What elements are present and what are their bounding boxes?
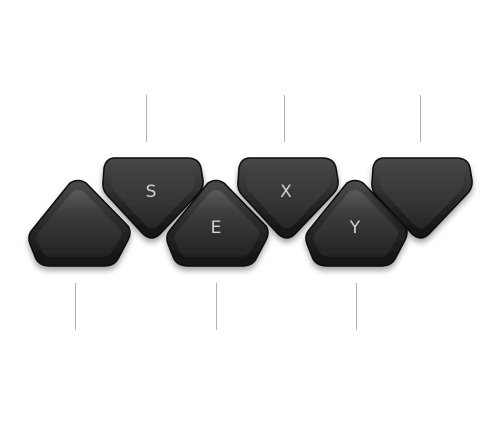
keycap-1[interactable] bbox=[28, 179, 131, 267]
keycap-2[interactable]: S bbox=[102, 157, 204, 239]
leader-line-bottom-1 bbox=[75, 283, 76, 330]
leader-line-top-2 bbox=[284, 95, 285, 142]
keycap-4[interactable]: X bbox=[237, 157, 339, 239]
keycap-5-label: Y bbox=[349, 218, 361, 238]
keycap-3[interactable]: E bbox=[166, 179, 269, 267]
keycap-6[interactable] bbox=[371, 157, 473, 239]
leader-line-bottom-3 bbox=[356, 283, 357, 330]
keycap-2-label: S bbox=[146, 182, 157, 202]
keycap-5[interactable]: Y bbox=[305, 179, 408, 267]
leader-line-top-1 bbox=[146, 95, 147, 142]
keycap-4-label: X bbox=[280, 182, 292, 202]
leader-line-top-3 bbox=[420, 95, 421, 142]
leader-line-bottom-2 bbox=[216, 283, 217, 330]
keycap-3-label: E bbox=[211, 218, 222, 238]
